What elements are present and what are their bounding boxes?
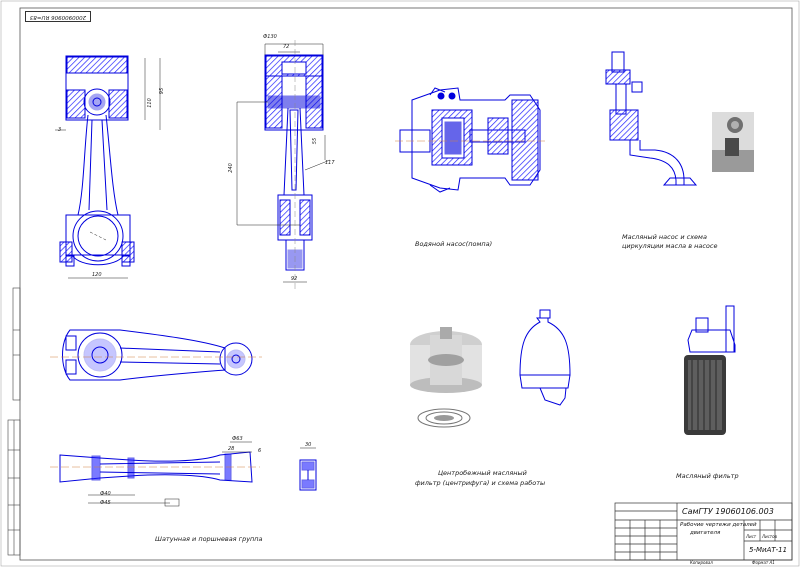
caption-oil-pump-line2: циркуляции масла в насосе <box>622 242 718 250</box>
centrifuge-photo <box>410 327 482 428</box>
dim-d45: Ф45 <box>100 500 111 506</box>
caption-centrifuge-line2: фильтр (центрифуга) и схема работы <box>415 479 546 487</box>
caption-water-pump: Водяной насос(помпа) <box>415 240 493 248</box>
title-group: 5-МиАТ-11 <box>749 546 788 554</box>
title-name-line2: двигателя <box>690 530 721 536</box>
oil-pump-photo <box>712 112 754 172</box>
caption-conrod-group: Шатунная и поршневая группа <box>155 535 263 543</box>
caption-centrifuge-line1: Центробежный масляный <box>438 469 527 477</box>
dim-d63: Ф63 <box>232 436 243 442</box>
title-sheet-label: Лист <box>746 534 757 539</box>
dim-240: 240 <box>227 163 234 173</box>
title-block <box>614 502 793 561</box>
water-pump-drawing <box>399 87 541 193</box>
caption-oil-pump-line1: Масляный насос и схема <box>622 233 707 241</box>
top-stamp: 2000900906 RU=83 <box>25 11 91 22</box>
dim-95: 95 <box>159 87 166 95</box>
dim-6: 6 <box>258 448 262 454</box>
conrod-front-dims <box>55 58 161 279</box>
conrod-front-view <box>59 55 135 267</box>
oil-filter-drawing <box>684 305 736 435</box>
title-doc-code: СамГТУ 19060106.003 <box>682 507 774 516</box>
dim-d130: Ф130 <box>263 34 277 40</box>
dim-92: 92 <box>291 276 298 282</box>
oil-pump-drawing <box>605 51 698 186</box>
dim-55: 55 <box>312 137 319 145</box>
title-name-line1: Рабочие чертежи деталей <box>680 522 757 528</box>
dim-72: 72 <box>283 44 290 50</box>
dim-3: 3 <box>58 127 62 133</box>
dim-117: 117 <box>325 160 335 166</box>
piston-conrod-section <box>264 54 324 271</box>
title-copied: Копировал <box>690 560 713 565</box>
left-side-strip <box>7 287 21 556</box>
caption-oil-filter: Масляный фильтр <box>676 472 739 480</box>
dim-110: 110 <box>146 98 153 108</box>
centrifuge-scheme <box>519 309 571 406</box>
title-format: Формат А1 <box>752 560 775 565</box>
dim-28: 28 <box>228 446 235 452</box>
dim-d40: Ф40 <box>100 491 111 497</box>
dim-30: 30 <box>305 442 312 448</box>
dim-120: 120 <box>92 272 102 278</box>
conrod-bottom-view <box>59 451 317 491</box>
conrod-plan-view <box>62 329 253 381</box>
title-sheets-label: Листов <box>762 534 777 539</box>
piston-section-dims <box>236 40 331 290</box>
conrod-bottom-dims <box>50 441 316 507</box>
